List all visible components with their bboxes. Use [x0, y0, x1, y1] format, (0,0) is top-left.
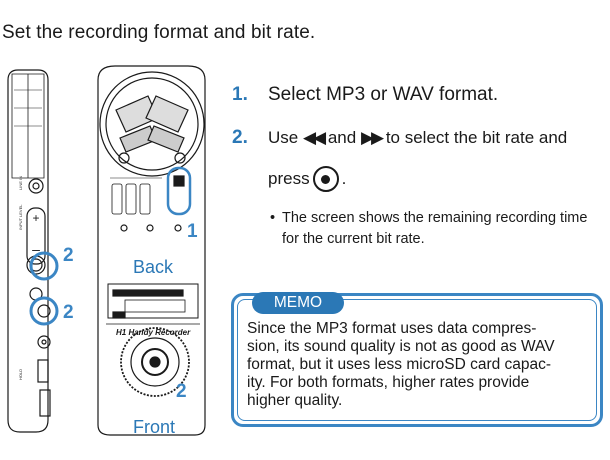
callout-1: 1 — [187, 221, 198, 242]
memo-text: Since the MP3 format uses data compres- … — [247, 320, 597, 410]
svg-text:+: + — [32, 211, 39, 225]
step-2-number: 2. — [232, 127, 248, 148]
step-1: 1. Select MP3 or WAV format. — [232, 84, 498, 106]
memo-title: MEMO — [252, 292, 344, 314]
callout-2-front: 2 — [176, 381, 187, 402]
memo-line: Since the MP3 format uses data compres- — [247, 320, 537, 337]
step-2-post: to select the bit rate and — [381, 128, 568, 147]
side-view: + – LINE IN INPUT LEVEL HOLD — [7, 69, 59, 433]
press-period: . — [341, 169, 347, 188]
memo-line: higher quality. — [247, 392, 343, 409]
memo-box — [231, 293, 603, 427]
bullet-text: The screen shows the remaining recording… — [282, 210, 588, 247]
svg-text:–: – — [32, 241, 40, 257]
front-view — [97, 65, 206, 436]
step-2-pre: Use — [268, 128, 303, 147]
svg-text:HOLD: HOLD — [18, 369, 23, 380]
callout-2-side-lower: 2 — [63, 302, 74, 323]
memo-line: ity. For both formats, higher rates prov… — [247, 374, 530, 391]
fast-forward-icon: ▶▶ — [360, 128, 384, 147]
step-1-number: 1. — [232, 84, 248, 105]
svg-text:LINE IN: LINE IN — [18, 176, 23, 190]
step-2: 2. Use ◀◀ and ▶▶ to select the bit rate a… — [232, 127, 567, 149]
callout-2-side-upper: 2 — [63, 245, 74, 266]
front-caption: Front — [133, 417, 176, 437]
brand-label: H1 Handy Recorder — [116, 328, 191, 337]
recorder-illustration: + – LINE IN INPUT LEVEL HOLD — [7, 65, 206, 436]
back-caption: Back — [133, 257, 174, 277]
svg-text:INPUT LEVEL: INPUT LEVEL — [18, 204, 23, 230]
memo-line: format, but it uses less microSD card ca… — [247, 356, 552, 373]
rewind-icon: ◀◀ — [302, 128, 326, 147]
step-2-mid: and — [323, 128, 361, 147]
bullet-mark: • — [270, 210, 276, 226]
press-text: press — [268, 169, 310, 188]
step-1-text: Select MP3 or WAV format. — [268, 84, 499, 105]
step-2-press-line: press . — [268, 166, 346, 192]
center-button-icon — [312, 166, 339, 192]
memo-line: sion, its sound quality is not as good a… — [247, 338, 555, 355]
bullet-note: • The screen shows the remaining recordi… — [270, 208, 590, 250]
intro-heading: Set the recording format and bit rate. — [2, 22, 316, 43]
